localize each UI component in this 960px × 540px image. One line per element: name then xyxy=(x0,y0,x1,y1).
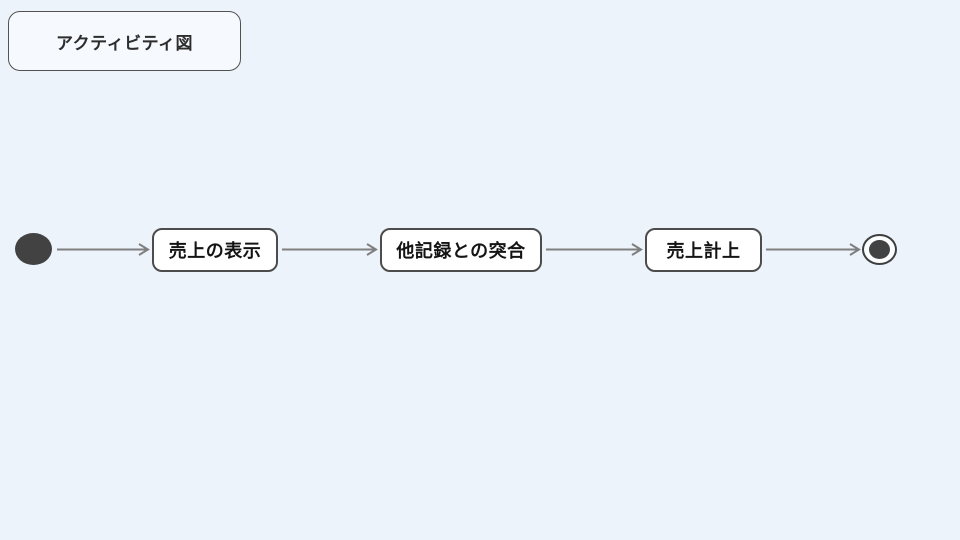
activity-final-node xyxy=(862,234,897,265)
arrow-action2-to-action3 xyxy=(546,243,643,256)
arrow-start-to-action1 xyxy=(57,243,150,256)
action-node-sales-posting: 売上計上 xyxy=(645,228,762,272)
diagram-title: アクティビティ図 xyxy=(55,33,194,53)
action-node-sales-display: 売上の表示 xyxy=(152,228,278,272)
diagram-title-box: アクティビティ図 xyxy=(8,11,241,71)
action-node-record-matching: 他記録との突合 xyxy=(380,228,542,272)
action-node-label: 売上計上 xyxy=(666,241,741,261)
arrow-action3-to-end xyxy=(766,243,861,256)
initial-node xyxy=(15,233,52,265)
activity-final-node-core xyxy=(869,240,890,259)
action-node-label: 売上の表示 xyxy=(168,241,262,261)
arrow-action1-to-action2 xyxy=(282,243,378,256)
action-node-label: 他記録との突合 xyxy=(396,241,526,261)
